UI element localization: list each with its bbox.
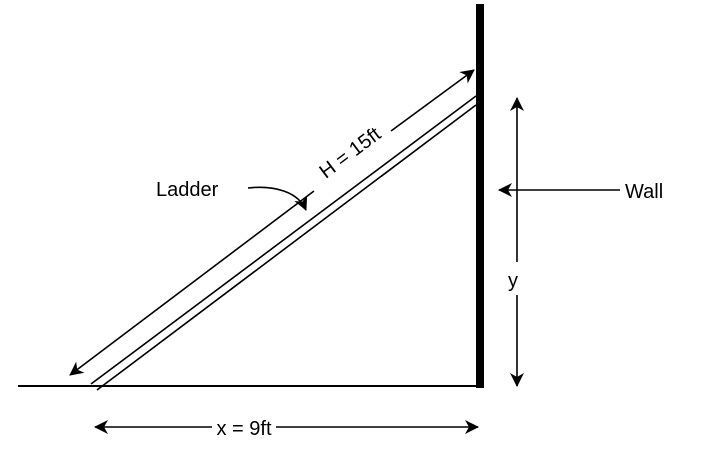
ladder-pointer-arrow [247,186,308,211]
base-label: x = 9ft [216,418,271,440]
hypotenuse-arrow-upper [390,69,475,132]
hypotenuse-label: H = 15ft [316,123,386,183]
ladder-rail-bottom [96,104,477,391]
ladder-rail-top [90,95,477,385]
wall-label: Wall [625,181,663,203]
ladder-label: Ladder [156,179,219,201]
hypotenuse-arrow-lower [69,190,315,376]
height-label: y [508,270,518,292]
